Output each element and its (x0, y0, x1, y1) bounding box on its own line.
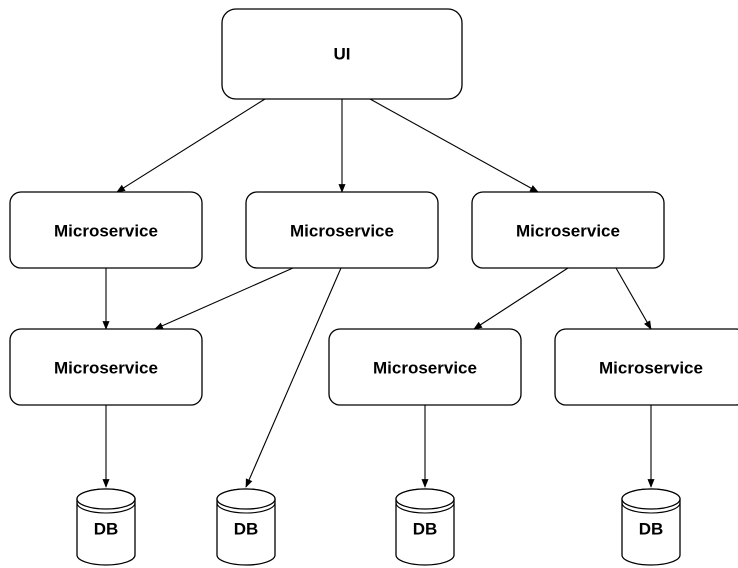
microservice-label: Microservice (54, 359, 158, 378)
db-label: DB (94, 520, 119, 539)
database-cylinder-3[interactable]: DB (395, 488, 455, 566)
ui-node-label: UI (334, 45, 351, 64)
microservice-label: Microservice (599, 359, 703, 378)
microservice-node-bottom-mid[interactable]: Microservice (328, 328, 522, 406)
db-label: DB (234, 520, 259, 539)
edges (102, 98, 655, 488)
microservice-node-bottom-right[interactable]: Microservice (554, 328, 738, 406)
edge-ui-to-ms-top-left (116, 98, 266, 193)
edge-ms-top-right-to-ms-bottom-right (615, 267, 652, 330)
microservice-label: Microservice (516, 222, 620, 241)
microservice-node-bottom-left[interactable]: Microservice (9, 328, 203, 406)
ui-node[interactable]: UI (221, 8, 463, 100)
microservice-node-top-mid[interactable]: Microservice (245, 191, 439, 269)
microservice-label: Microservice (54, 222, 158, 241)
database-cylinder-1[interactable]: DB (76, 488, 136, 566)
db-label: DB (413, 520, 438, 539)
microservice-label: Microservice (373, 359, 477, 378)
edge-ms-top-right-to-ms-bottom-mid (473, 267, 569, 330)
edge-ui-to-ms-top-right (369, 98, 539, 193)
microservice-node-top-right[interactable]: Microservice (471, 191, 665, 269)
database-cylinder-4[interactable]: DB (621, 488, 681, 566)
microservice-node-top-left[interactable]: Microservice (9, 191, 203, 269)
edge-ms-top-mid-to-db-2 (245, 267, 342, 488)
microservice-label: Microservice (290, 222, 394, 241)
db-label: DB (639, 520, 664, 539)
edge-ms-top-mid-to-ms-bottom-left (154, 267, 294, 330)
database-cylinder-2[interactable]: DB (216, 488, 276, 566)
